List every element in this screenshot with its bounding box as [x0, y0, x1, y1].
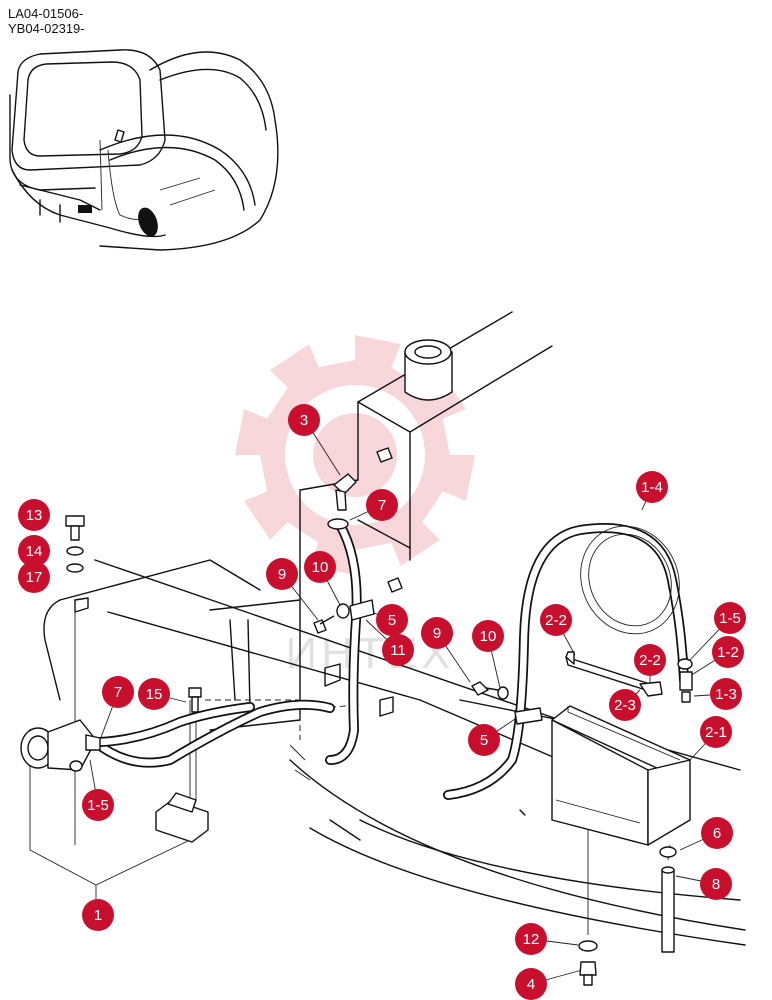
components [20, 447, 693, 986]
callout-badge: 4 [515, 968, 547, 1000]
callout-badge: 5 [376, 604, 408, 636]
callout-circle [288, 404, 320, 436]
fuel-hoses [90, 520, 689, 800]
callout-label: 7 [378, 497, 386, 514]
part-code-1: LA04-01506- [8, 6, 84, 21]
callout-label: 1 [94, 907, 102, 924]
callout-circle [634, 644, 666, 676]
callout-badge: 15 [138, 678, 170, 710]
callout-label: 4 [527, 976, 535, 993]
callout-badge: 14 [18, 535, 50, 567]
callout-circle [304, 551, 336, 583]
callout-label: 12 [523, 931, 540, 948]
callout-badge: 7 [102, 676, 134, 708]
callout-label: 7 [114, 684, 122, 701]
callout-badge: 12 [515, 923, 547, 955]
callout-circle [18, 535, 50, 567]
callout-label: 1-5 [87, 797, 109, 814]
callout-circle [138, 678, 170, 710]
callout-badge: 2-2 [540, 604, 572, 636]
callout-label: 6 [713, 825, 721, 842]
callout-circle [540, 604, 572, 636]
callout-badge: 8 [700, 868, 732, 900]
callout-circle [376, 604, 408, 636]
machine-overview-inset [9, 49, 279, 251]
callout-label: 8 [712, 876, 720, 893]
callout-badge: 17 [18, 561, 50, 593]
callout-label: 15 [146, 686, 163, 703]
callout-circle [382, 634, 414, 666]
callout-circle [82, 789, 114, 821]
callout-circle [18, 499, 50, 531]
callout-circle [515, 923, 547, 955]
callout-label: 2-2 [545, 612, 567, 629]
callout-badge: 2-2 [634, 644, 666, 676]
callout-badge: 10 [472, 620, 504, 652]
callout-circle [421, 617, 453, 649]
callout-circle [609, 689, 641, 721]
callout-circle [714, 602, 746, 634]
callout-circle [710, 678, 742, 710]
callout-badge: 1-4 [636, 471, 668, 503]
callout-circle [515, 968, 547, 1000]
callout-label: 10 [480, 628, 497, 645]
callout-label: 13 [26, 507, 43, 524]
callout-badge: 5 [468, 724, 500, 756]
callout-circle [266, 558, 298, 590]
callout-badge: 2-3 [609, 689, 641, 721]
callout-label: 11 [390, 642, 406, 659]
callout-circle [18, 561, 50, 593]
callout-circle [468, 724, 500, 756]
callout-circle [366, 489, 398, 521]
callout-circle [102, 676, 134, 708]
callout-circle [712, 636, 744, 668]
callout-circle [700, 868, 732, 900]
callout-label: 2-3 [614, 697, 636, 714]
callout-label: 5 [480, 732, 488, 749]
callout-circle [700, 716, 732, 748]
callout-label: 17 [26, 569, 43, 586]
callout-badge: 11 [382, 634, 414, 666]
callout-badge: 10 [304, 551, 336, 583]
callout-label: 2-1 [705, 724, 727, 741]
callout-badge: 1-5 [82, 789, 114, 821]
callout-circle [636, 471, 668, 503]
callout-label: 1-5 [719, 610, 741, 627]
part-code-header: LA04-01506- YB04-02319- [8, 6, 85, 36]
callout-badge: 1-5 [714, 602, 746, 634]
callout-badge: 7 [366, 489, 398, 521]
callout-circle [701, 817, 733, 849]
callout-badge: 9 [421, 617, 453, 649]
callout-label: 9 [278, 566, 286, 583]
callout-label: 5 [388, 612, 396, 629]
callout-label: 1-2 [717, 644, 739, 661]
callout-label: 10 [312, 559, 329, 576]
callout-label: 2-2 [639, 652, 661, 669]
callout-badge: 9 [266, 558, 298, 590]
watermark-ring [313, 413, 397, 497]
callout-badge: 13 [18, 499, 50, 531]
callout-badge: 6 [701, 817, 733, 849]
part-code-2: YB04-02319- [8, 21, 85, 36]
callout-badge: 3 [288, 404, 320, 436]
callout-label: 9 [433, 625, 441, 642]
callout-label: 3 [300, 412, 308, 429]
callout-badge: 1-2 [712, 636, 744, 668]
callout-circle [472, 620, 504, 652]
callout-badge: 1 [82, 899, 114, 931]
callout-badge: 2-1 [700, 716, 732, 748]
callout-circle [82, 899, 114, 931]
callout-label: 1-3 [715, 686, 737, 703]
callout-label: 1-4 [641, 479, 663, 496]
callout-badge: 1-3 [710, 678, 742, 710]
callout-label: 14 [26, 543, 43, 560]
